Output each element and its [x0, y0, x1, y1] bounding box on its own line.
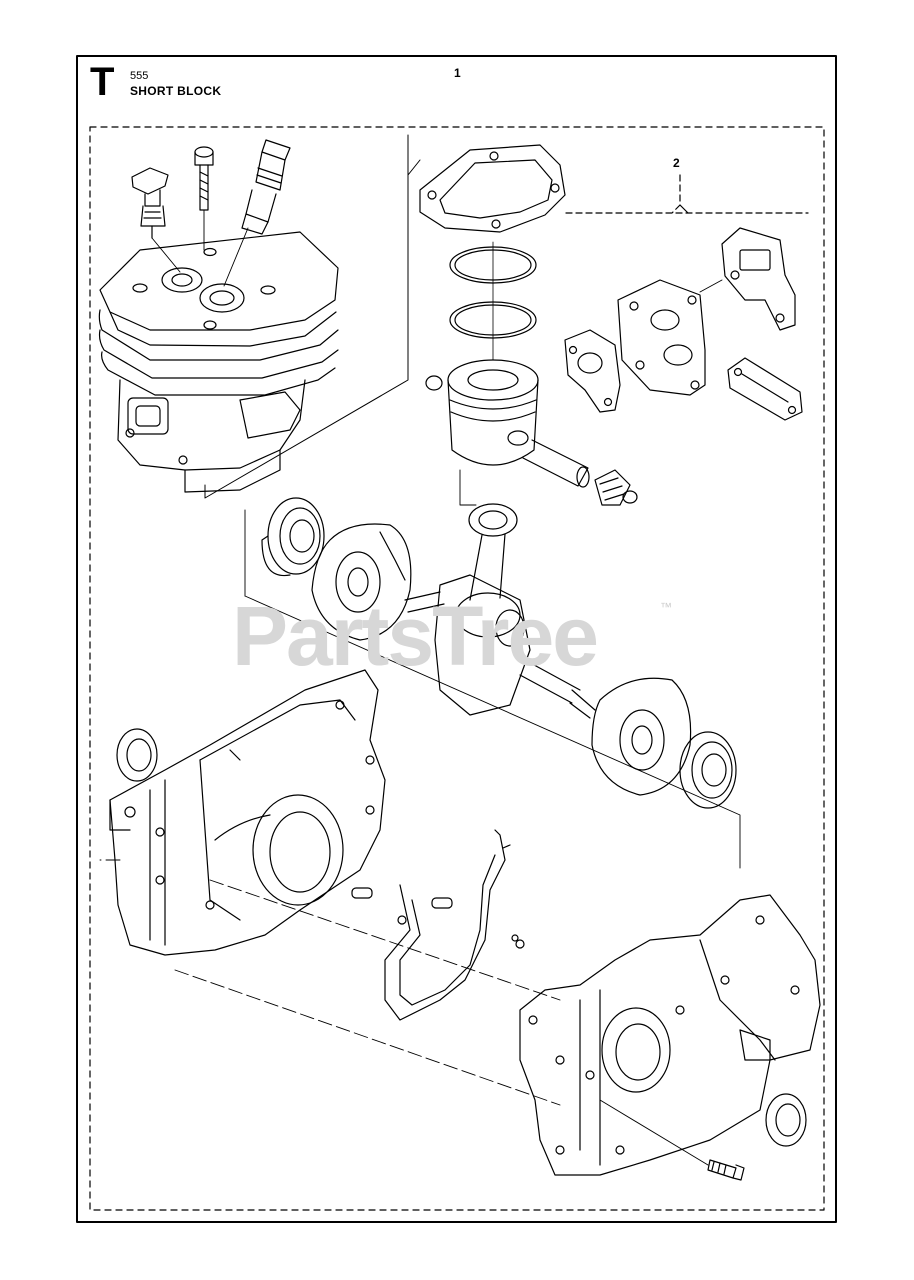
- crankcase-screw: [707, 1159, 745, 1181]
- needle-bearing: [594, 469, 631, 506]
- crank-axis-leader: [244, 595, 741, 869]
- piston: [447, 359, 539, 466]
- trademark-symbol: ™: [660, 600, 672, 614]
- crank-bearing-right: [679, 731, 737, 809]
- intake-flange: [617, 279, 706, 396]
- exhaust-gasket: [727, 357, 803, 421]
- crankcase-right: [519, 894, 821, 1176]
- oil-seal-left: [116, 728, 158, 782]
- crank-bearing-left: [261, 497, 325, 577]
- watermark-logo: PartsTree: [232, 589, 599, 683]
- model-number: 555: [130, 70, 149, 82]
- diagram-title: SHORT BLOCK: [130, 84, 222, 98]
- spark-plug: [241, 139, 291, 235]
- section-letter: T: [90, 60, 115, 104]
- cylinder: [98, 231, 339, 493]
- intake-gasket-large: [721, 227, 796, 331]
- crankshaft: [404, 574, 596, 719]
- cylinder-base-gasket: [419, 144, 566, 233]
- kit-boundary: [89, 126, 825, 1211]
- cylinder-bolt: [194, 146, 214, 211]
- piston-pin-clip: [425, 375, 443, 391]
- dowel-pin-1: [351, 887, 373, 899]
- leader-lines: [151, 209, 249, 287]
- callout-1-bracket: [204, 134, 421, 499]
- piston-pin-clip-2: [622, 490, 638, 504]
- intake-gasket-small: [564, 329, 621, 413]
- piston-pin: [522, 439, 590, 488]
- callout-2-label: 2: [673, 156, 680, 170]
- callout-1-label: 1: [454, 66, 461, 80]
- callout-2-bracket: [565, 174, 809, 214]
- oil-seal-right: [765, 1093, 807, 1147]
- flywheel-half-right: [591, 677, 692, 796]
- dowel-pin-2: [431, 897, 453, 909]
- decompression-valve: [131, 167, 169, 239]
- diagram-frame: [76, 55, 837, 1223]
- flywheel-half-left: [311, 523, 412, 641]
- crankcase-left: [109, 669, 386, 956]
- crankcase-gasket: [384, 829, 525, 1021]
